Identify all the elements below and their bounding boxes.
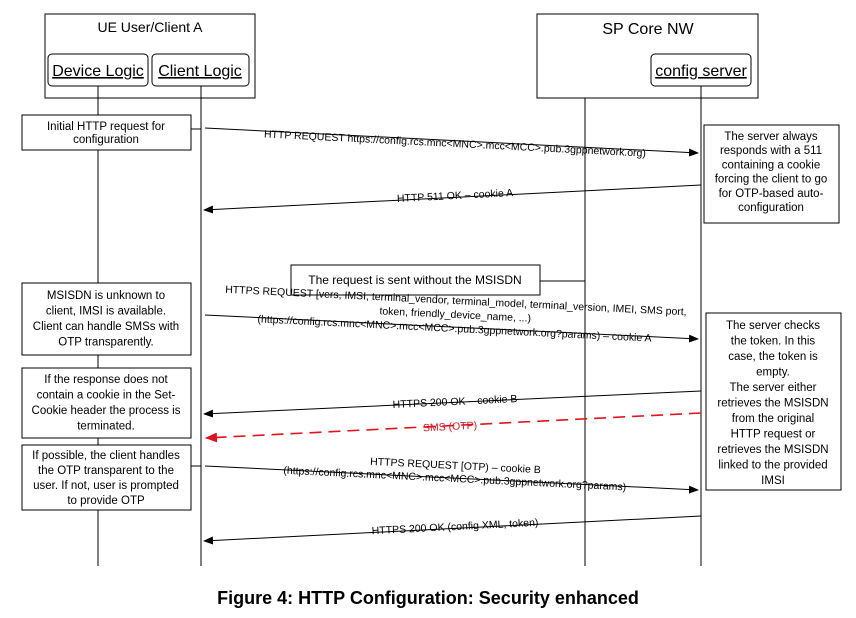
message-https-200-cookie-b-arrow [203,390,702,418]
group-box-core [536,13,759,99]
note-initial-request [21,114,192,151]
note-server-511 [703,124,840,224]
figure-caption: Figure 4: HTTP Configuration: Security e… [217,588,639,608]
note-response-cookie [21,367,192,439]
message-https-request-otp-arrow [204,465,699,494]
note-server-checks [705,312,842,491]
message-https-200-cookie-b-label: HTTPS 200 OK – cookie B [392,393,517,411]
note-no-msisdn-text: The request is sent without the MSISDN [308,273,521,287]
group-title-core: SP Core NW [602,21,694,38]
group-box-ue [44,13,256,99]
message-http-511-label: HTTP 511 OK – cookie A [397,187,514,205]
message-https-200-config-label: HTTPS 200 OK (config XML, token) [371,517,538,537]
note-no-msisdn [290,264,541,296]
message-sms-otp-label: SMS (OTP) [423,420,478,435]
participant-client-logic-label: Client Logic [158,63,242,80]
message-https-request-arrow [204,314,699,343]
participant-device-logic-label: Device Logic [52,63,144,80]
message-http-request-label: HTTP REQUEST https://config.rcs.mnc<MNC>… [264,128,647,159]
message-https-200-config-arrow [203,515,702,545]
note-msisdn-unknown [21,282,192,356]
message-sms-otp-arrow [205,412,702,443]
message-http-511-arrow [203,184,702,214]
sequence-diagram: UE User/Client A SP Core NW Device Logic… [21,13,842,566]
message-https-request-otp-label: HTTPS REQUEST [OTP) – cookie B(https://c… [283,452,627,494]
message-http-request-arrow [204,127,699,157]
group-title-ue: UE User/Client A [97,19,203,35]
note-otp-handling [21,444,192,511]
participant-config-server-label: config server [655,63,747,80]
